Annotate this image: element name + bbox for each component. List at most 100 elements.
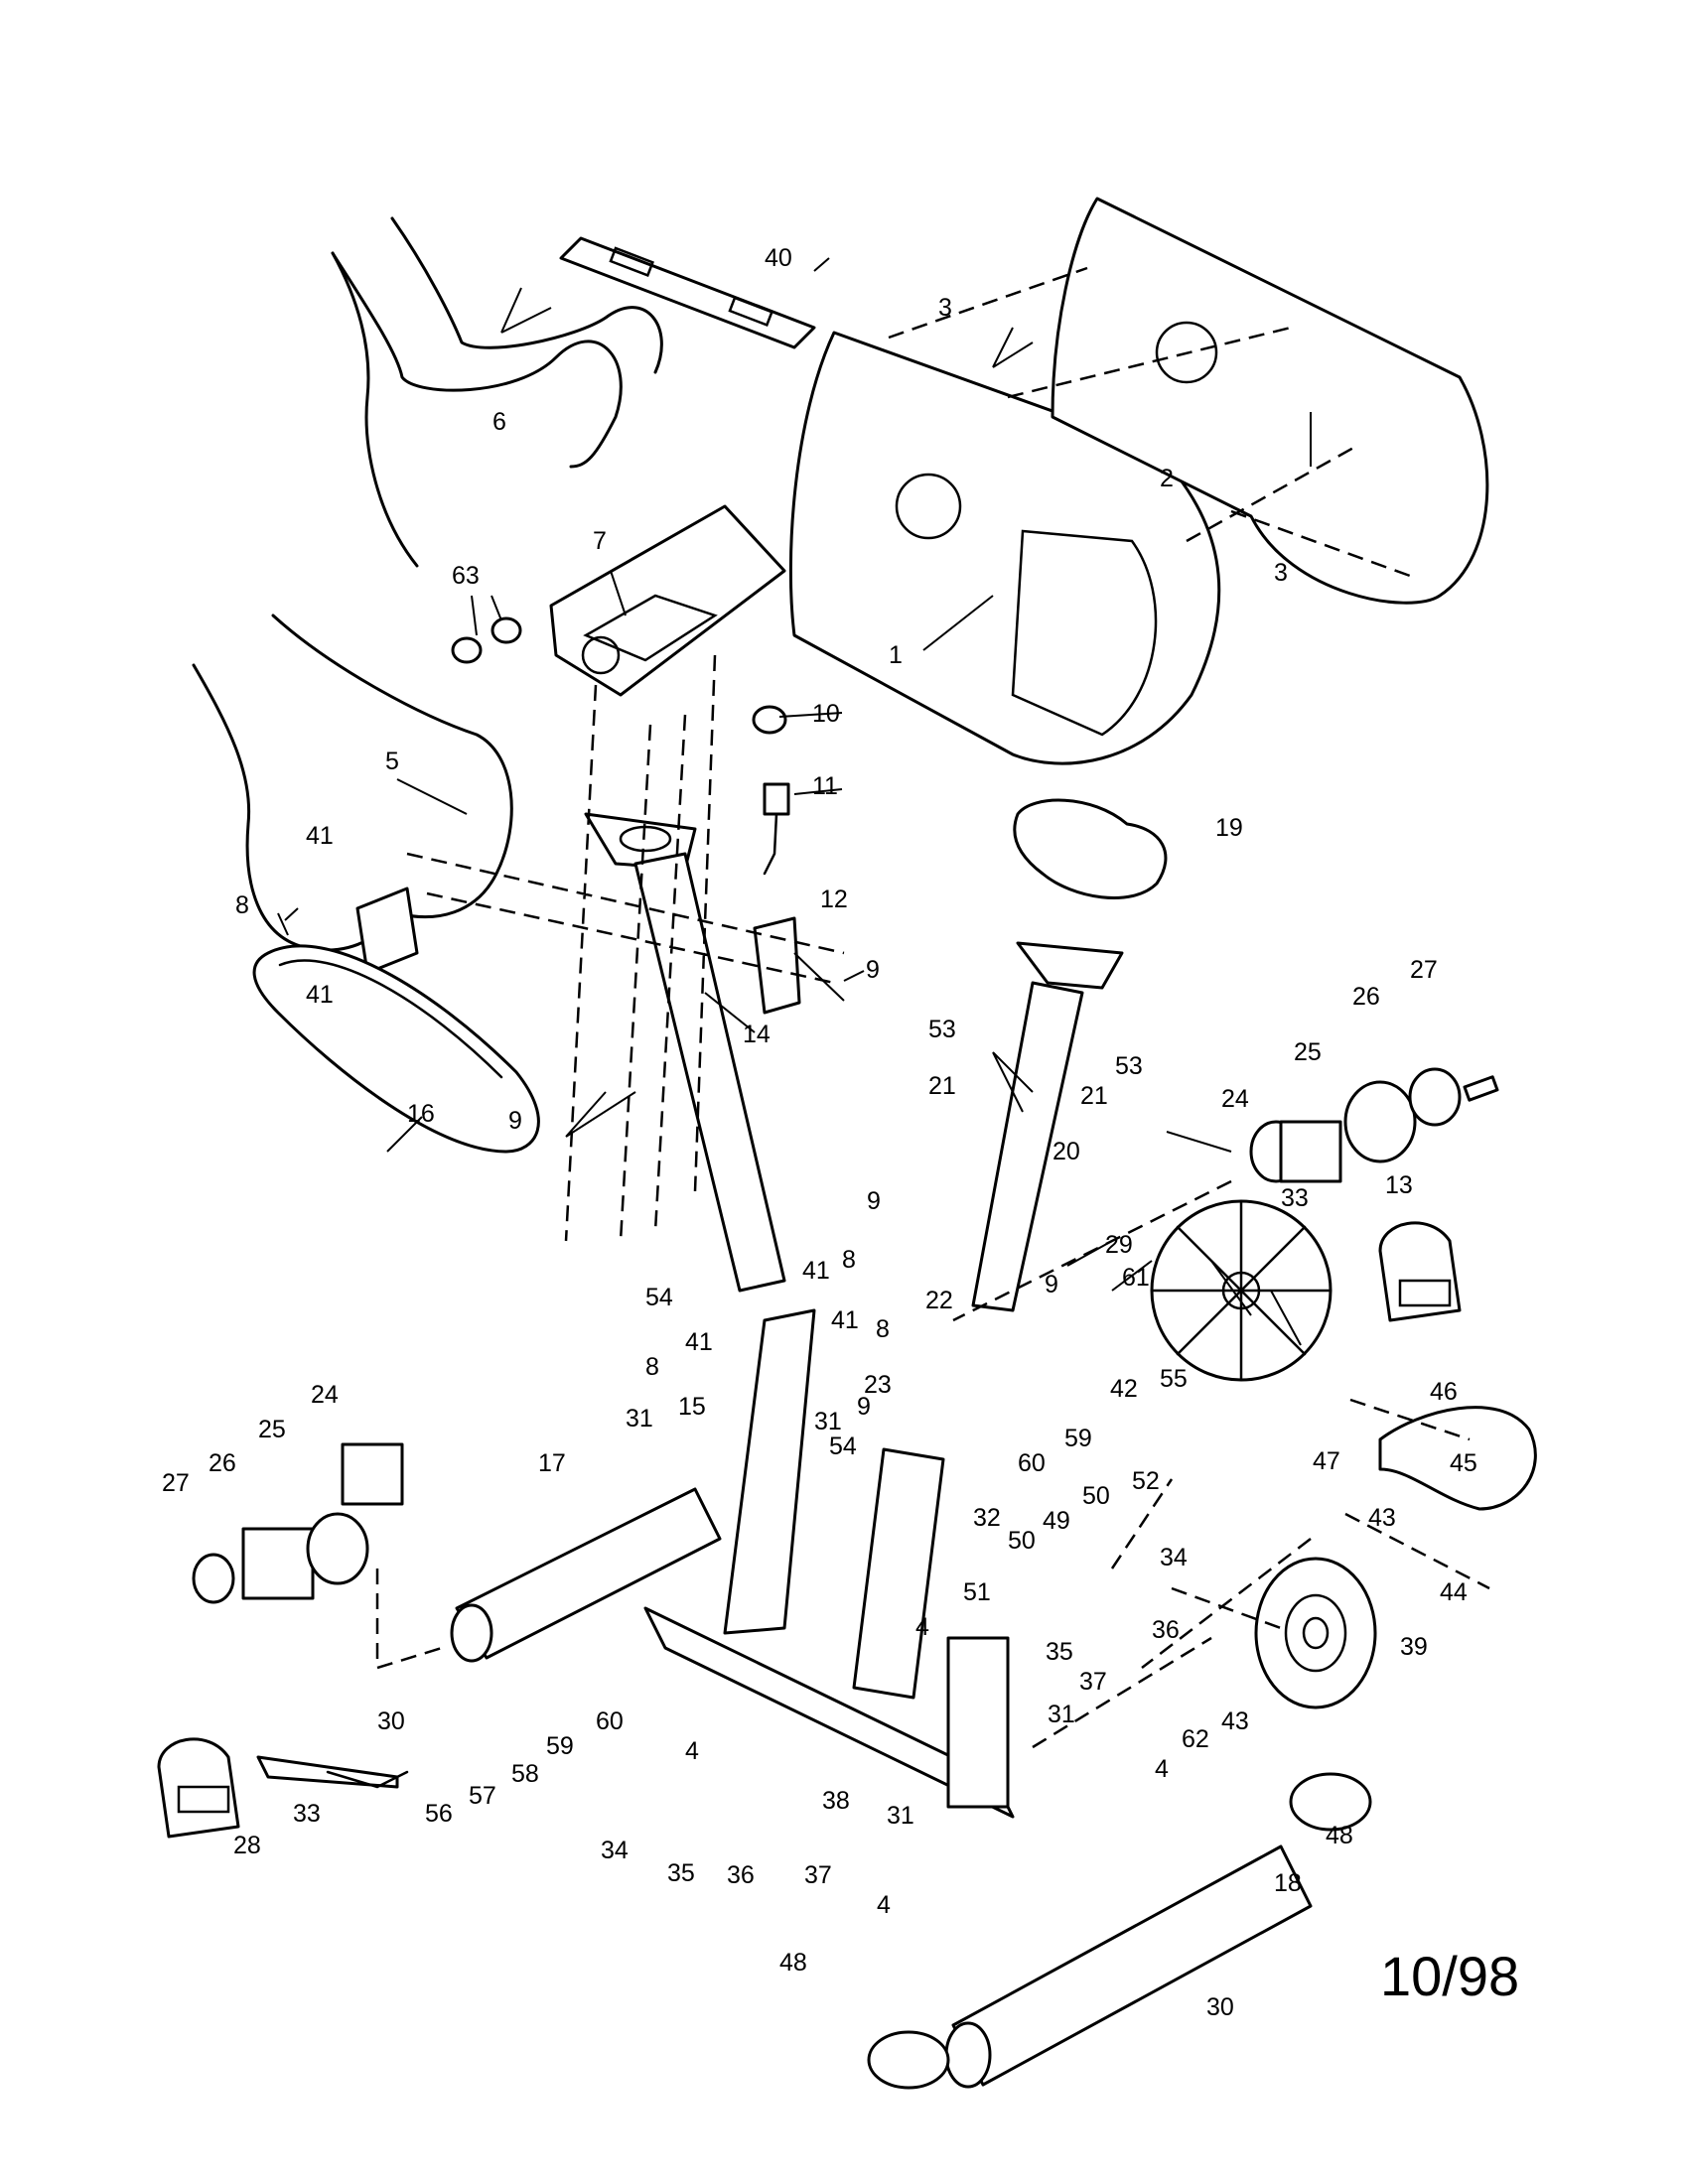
callout-53: 53	[928, 1016, 956, 1043]
callout-19: 19	[1215, 814, 1243, 842]
callout-22: 22	[925, 1287, 953, 1314]
callout-35: 35	[1046, 1638, 1073, 1666]
callout-56: 56	[425, 1800, 453, 1828]
callout-18: 18	[1274, 1869, 1302, 1897]
callout-27: 27	[1410, 956, 1438, 984]
callout-4: 4	[877, 1891, 891, 1919]
part-6-handlebar	[331, 216, 663, 568]
part-17-front-stabilizer	[450, 1487, 722, 1663]
callout-43: 43	[1368, 1504, 1396, 1532]
callout-46: 46	[1430, 1378, 1458, 1406]
part-7-console	[549, 504, 786, 697]
callout-9: 9	[857, 1393, 871, 1421]
part-15-frame	[643, 1308, 1015, 1819]
callout-21: 21	[928, 1072, 956, 1100]
callout-59: 59	[546, 1732, 574, 1760]
callout-30: 30	[1206, 1993, 1234, 2021]
callout-35: 35	[667, 1859, 695, 1887]
callout-60: 60	[1018, 1449, 1046, 1477]
callout-60: 60	[596, 1707, 624, 1735]
callout-57: 57	[469, 1782, 496, 1810]
part-10-knob	[752, 705, 787, 735]
part-14-console-mast	[584, 812, 786, 1293]
part-33-crank	[256, 1755, 409, 1789]
part-11-sensor	[763, 782, 790, 876]
callout-63: 63	[452, 562, 480, 590]
shroud-assembly-lines	[888, 266, 1411, 578]
callout-38: 38	[822, 1787, 850, 1815]
callout-26: 26	[1352, 983, 1380, 1011]
callout-8: 8	[876, 1315, 890, 1343]
part-13-pedal	[1378, 1221, 1462, 1322]
part-48-caps	[867, 1772, 1372, 2090]
callout-4: 4	[915, 1613, 929, 1641]
callout-31: 31	[1048, 1701, 1075, 1728]
callout-3: 3	[1274, 559, 1288, 587]
callout-20: 20	[1052, 1138, 1080, 1165]
callout-10: 10	[812, 700, 840, 728]
callout-36: 36	[727, 1861, 755, 1889]
callout-9: 9	[1045, 1271, 1058, 1298]
callout-62: 62	[1182, 1725, 1209, 1753]
callout-34: 34	[601, 1837, 629, 1864]
callout-48: 48	[1326, 1822, 1353, 1849]
callout-52: 52	[1132, 1467, 1160, 1495]
callout-51: 51	[963, 1578, 991, 1606]
callout-5: 5	[385, 748, 399, 775]
callout-11: 11	[812, 772, 838, 800]
callout-24: 24	[1221, 1085, 1249, 1113]
callout-41: 41	[802, 1257, 830, 1285]
callout-43: 43	[1221, 1707, 1249, 1735]
part-28-pedal	[157, 1737, 240, 1839]
callout-25: 25	[1294, 1038, 1322, 1066]
callout-23: 23	[864, 1371, 892, 1399]
callout-labels: 40 3 3 2 1 6 63 7 10 11 5 41 8 41 12 9 1…	[162, 244, 1477, 2021]
callout-14: 14	[743, 1021, 771, 1048]
callout-4: 4	[685, 1737, 699, 1765]
callout-24: 24	[311, 1381, 339, 1409]
callout-21: 21	[1080, 1082, 1108, 1110]
callout-31: 31	[887, 1802, 914, 1830]
callout-28: 28	[233, 1832, 261, 1859]
callout-8: 8	[842, 1246, 856, 1274]
callout-15: 15	[678, 1393, 706, 1421]
callout-54: 54	[829, 1433, 857, 1460]
callout-7: 7	[593, 527, 607, 555]
callout-50: 50	[1082, 1482, 1110, 1510]
callout-41: 41	[685, 1328, 713, 1356]
callout-27: 27	[162, 1469, 190, 1497]
callout-41: 41	[306, 822, 334, 850]
part-20-seat-post	[971, 941, 1124, 1312]
callout-31: 31	[814, 1408, 842, 1435]
part-39-pulley	[1254, 1557, 1377, 1709]
callout-26: 26	[209, 1449, 236, 1477]
callout-61: 61	[1122, 1264, 1150, 1292]
part-2-right-shroud	[1051, 197, 1489, 605]
callout-30: 30	[377, 1707, 405, 1735]
callout-leaders	[277, 257, 1312, 1346]
callout-42: 42	[1110, 1375, 1138, 1403]
callout-33: 33	[1281, 1184, 1309, 1212]
flywheel-stack-right	[1249, 1067, 1499, 1183]
callout-40: 40	[765, 244, 792, 272]
part-19-seat	[1013, 798, 1168, 899]
callout-41: 41	[831, 1306, 859, 1334]
callout-44: 44	[1440, 1578, 1468, 1606]
callout-8: 8	[645, 1353, 659, 1381]
callout-17: 17	[538, 1449, 566, 1477]
callout-37: 37	[1079, 1668, 1107, 1696]
part-47-brake-strap	[1378, 1406, 1537, 1511]
callout-9: 9	[508, 1107, 522, 1135]
callout-32: 32	[973, 1504, 1001, 1532]
callout-33: 33	[293, 1800, 321, 1828]
callout-9: 9	[867, 1187, 881, 1215]
part-12-housing	[753, 916, 801, 1015]
callout-16: 16	[407, 1100, 435, 1128]
callout-12: 12	[820, 886, 848, 913]
callout-3: 3	[938, 294, 952, 322]
callout-47: 47	[1313, 1447, 1340, 1475]
callout-2: 2	[1160, 465, 1174, 492]
callout-50: 50	[1008, 1527, 1036, 1555]
callout-25: 25	[258, 1416, 286, 1443]
